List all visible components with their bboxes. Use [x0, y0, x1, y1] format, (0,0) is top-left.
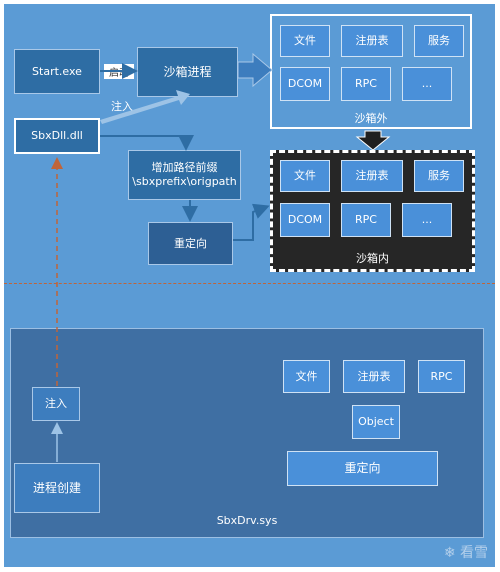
- outside-more: ...: [402, 67, 452, 101]
- dll-to-prefix-arrow: [100, 135, 194, 151]
- inject-label: 注入: [111, 100, 133, 113]
- inside-service: 服务: [414, 160, 464, 192]
- kernel-driver-name: SbxDrv.sys: [216, 514, 278, 527]
- snowflake-icon: ❄: [443, 545, 456, 561]
- process-to-outside-arrow: [237, 52, 273, 88]
- process-create-box: 进程创建: [14, 463, 100, 513]
- kernel-file: 文件: [283, 360, 330, 393]
- outside-file: 文件: [280, 25, 330, 57]
- kernel-inject-box: 注入: [32, 387, 80, 421]
- user-kernel-divider: [4, 283, 495, 284]
- watermark-text: 看雪: [460, 545, 488, 561]
- inside-registry: 注册表: [341, 160, 403, 192]
- outside-service: 服务: [414, 25, 464, 57]
- kernel-rpc: RPC: [418, 360, 465, 393]
- sbxdll-box: SbxDll.dll: [14, 118, 100, 154]
- inside-file: 文件: [280, 160, 330, 192]
- inside-sandbox-title: 沙箱内: [356, 252, 389, 265]
- path-prefix-box: 增加路径前缀 \sbxprefix\origpath: [128, 150, 241, 200]
- outside-to-inside-arrow: [355, 130, 391, 151]
- start-exe-box: Start.exe: [14, 49, 100, 94]
- redirect-box: 重定向: [148, 222, 233, 265]
- redirect-to-inside-arrow: [233, 203, 270, 241]
- kernel-redirect: 重定向: [287, 451, 438, 486]
- outside-registry: 注册表: [341, 25, 403, 57]
- watermark: ❄ 看雪: [444, 542, 488, 562]
- inject-dll-arrow: [100, 90, 190, 124]
- inside-more: ...: [402, 203, 452, 237]
- outside-rpc: RPC: [341, 67, 391, 101]
- inside-dcom: DCOM: [280, 203, 330, 237]
- kernel-registry: 注册表: [343, 360, 405, 393]
- sandbox-process-box: 沙箱进程: [137, 47, 238, 97]
- kernel-object: Object: [352, 405, 400, 439]
- outside-sandbox-title: 沙箱外: [354, 112, 388, 125]
- outside-dcom: DCOM: [280, 67, 330, 101]
- inside-rpc: RPC: [341, 203, 391, 237]
